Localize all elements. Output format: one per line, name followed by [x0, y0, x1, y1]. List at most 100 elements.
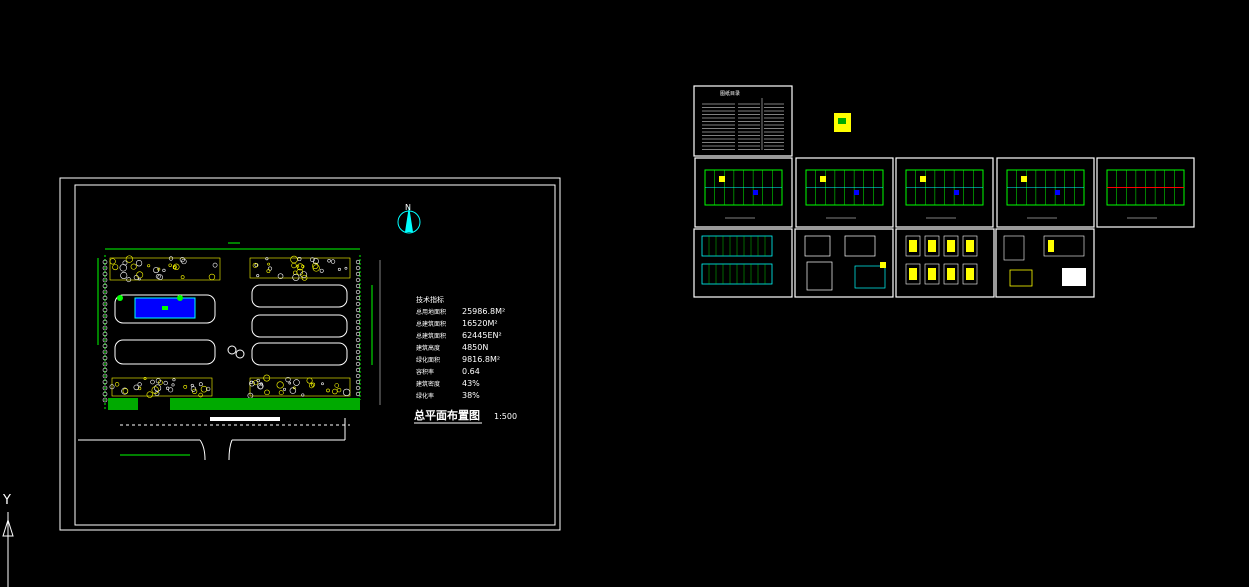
tree-symbol	[102, 301, 108, 307]
site-plan-sheet[interactable]: N	[59, 177, 561, 531]
tree-symbol	[301, 274, 308, 281]
fountain-symbol	[227, 345, 245, 359]
tree-symbol	[147, 264, 151, 268]
tree-symbol	[102, 331, 108, 337]
tree-symbol	[102, 283, 108, 289]
tree-symbol	[291, 262, 297, 269]
tree-symbol	[180, 275, 185, 280]
tree-symbol	[102, 289, 108, 295]
tree-symbol	[355, 307, 361, 313]
building-c	[251, 284, 348, 308]
tree-symbol	[337, 267, 341, 271]
tree-symbol	[168, 263, 172, 267]
tree-symbol	[355, 343, 361, 349]
tree-symbol	[355, 379, 361, 385]
tree-symbol	[247, 392, 254, 399]
sheet-floor-plan-4[interactable]	[996, 157, 1095, 228]
tree-symbol	[290, 255, 298, 264]
tree-symbol	[263, 374, 271, 382]
sheet-detail-1[interactable]	[693, 228, 793, 298]
tree-symbol	[183, 384, 188, 389]
tree-symbol	[355, 385, 361, 391]
tree-symbol	[355, 283, 361, 289]
sheet-detail-4[interactable]	[995, 228, 1095, 298]
tree-symbol	[137, 382, 142, 387]
sheet-border-outer	[59, 177, 561, 531]
tree-symbol	[102, 343, 108, 349]
green-accent-marks	[117, 295, 183, 310]
sheet-floor-plan-1[interactable]	[694, 157, 793, 228]
tree-symbol	[198, 392, 203, 398]
tree-symbol	[266, 269, 271, 274]
tree-symbol	[212, 262, 218, 268]
building-blocks	[114, 284, 348, 366]
stat-value: 43%	[462, 379, 480, 388]
tree-symbol	[355, 367, 361, 373]
tree-symbol	[296, 268, 304, 276]
tree-symbol	[146, 391, 153, 398]
road-lines	[78, 418, 350, 461]
tree-symbol	[102, 397, 108, 403]
sheet-detail-2[interactable]	[794, 228, 894, 298]
sheet-floor-plan-3[interactable]	[895, 157, 994, 228]
stat-value: 9816.8M²	[462, 355, 500, 364]
tree-symbol	[355, 319, 361, 325]
tree-symbol	[321, 382, 324, 386]
tree-symbol	[119, 264, 127, 272]
tree-symbol	[355, 355, 361, 361]
tree-symbol	[355, 361, 361, 367]
tree-symbol	[355, 265, 361, 271]
tree-symbol	[157, 274, 163, 280]
tree-symbol	[265, 257, 269, 261]
stat-label: 总用地面积	[416, 308, 446, 316]
tree-symbol	[312, 258, 319, 265]
tree-symbol	[355, 313, 361, 319]
tree-symbol	[300, 271, 308, 279]
tree-symbol	[334, 383, 340, 388]
tree-symbol	[102, 391, 108, 397]
tree-symbol	[249, 380, 253, 385]
tree-symbol	[151, 386, 159, 394]
tree-symbol	[126, 277, 132, 283]
tree-symbol	[102, 379, 108, 385]
tree-symbol	[102, 271, 108, 277]
tree-symbol	[150, 379, 155, 385]
ucs-y-label: Y	[2, 493, 11, 508]
tree-symbol	[109, 384, 115, 390]
ucs-icon: Y	[2, 493, 14, 587]
tree-symbol	[306, 377, 313, 384]
tree-symbol	[200, 385, 208, 393]
tree-symbol	[109, 258, 116, 265]
sheet-floor-plan-2[interactable]	[795, 157, 894, 228]
tree-symbol	[153, 267, 160, 274]
tree-symbol	[125, 255, 134, 263]
north-label: N	[405, 203, 411, 212]
tree-symbol	[102, 313, 108, 319]
tree-symbol	[102, 259, 108, 265]
tree-symbol	[162, 268, 166, 272]
sheet-floor-plan-5[interactable]	[1096, 157, 1195, 228]
tree-symbol	[136, 271, 144, 279]
tree-symbol	[190, 383, 194, 387]
stat-value: 62445EN²	[462, 331, 502, 340]
tree-symbol	[172, 266, 176, 270]
drawing-sheet-set[interactable]: 图纸目录	[693, 85, 1195, 298]
building-b	[114, 339, 216, 365]
tree-symbol	[342, 388, 351, 397]
stat-value: 0.64	[462, 367, 480, 376]
north-arrow: N	[397, 203, 421, 234]
tree-symbol	[293, 379, 300, 386]
stat-value: 16520M²	[462, 319, 498, 328]
sheet-thumbnail-icon[interactable]	[834, 113, 851, 132]
tree-symbol	[122, 388, 129, 394]
tree-symbol	[336, 387, 342, 393]
tree-symbol	[102, 307, 108, 313]
sheet-index[interactable]: 图纸目录	[693, 85, 793, 157]
sheet-detail-3[interactable]	[895, 228, 995, 298]
tree-symbol	[282, 387, 287, 391]
tree-symbol	[332, 388, 338, 395]
tree-symbol	[277, 273, 284, 279]
tree-symbol	[289, 387, 297, 394]
